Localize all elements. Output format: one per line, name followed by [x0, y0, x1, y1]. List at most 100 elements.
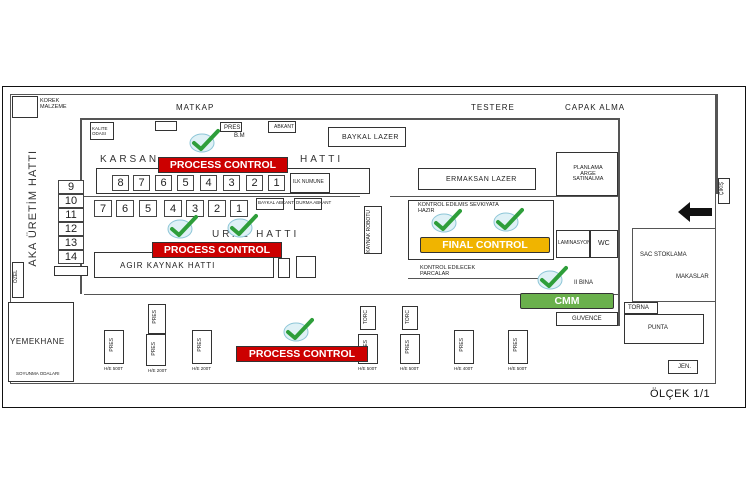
station-mid-4: 4 [164, 200, 182, 217]
korek-malzeme-label: KOREK MALZEME [40, 98, 67, 110]
station-top-7: 7 [133, 175, 150, 191]
guvence-box [556, 312, 618, 326]
press-1-label: PRES [109, 338, 115, 352]
mid-wall-right [390, 196, 618, 198]
baykal-lazer-label: BAYKAL LAZER [342, 134, 399, 141]
station-mid-5: 5 [139, 200, 157, 217]
floor-plan-frame [2, 86, 746, 408]
check-icon [537, 266, 568, 290]
abkant-box [268, 121, 296, 133]
kalite-odasi-label: KALITE ODASI [92, 126, 108, 136]
ural-hatti-label: URAL HATTI [212, 229, 300, 240]
small-machine-2 [220, 122, 242, 132]
punta-box [624, 314, 704, 344]
press-tonnage-6: H/E 400T [454, 366, 474, 371]
station-top-3: 3 [223, 175, 240, 191]
ii-bina-label: II BINA [574, 280, 594, 286]
annex-box [632, 228, 716, 302]
matkap-label: MATKAP [176, 103, 215, 112]
wc-label: WC [598, 240, 610, 247]
karsan-hatti-label: HATTI [300, 154, 344, 165]
press-4 [192, 330, 212, 364]
press-3 [146, 334, 166, 366]
check-icon [431, 209, 462, 233]
side-station-11: 11 [58, 208, 84, 222]
cikis-label: ÇIKIŞ [719, 182, 725, 196]
check-icon [493, 208, 524, 232]
press-6 [400, 334, 420, 364]
sac-stoklama-label: SAC STOKLAMA [640, 252, 687, 258]
testere-label: TESTERE [471, 103, 515, 112]
baykal-lazer-box [328, 127, 406, 147]
press-3-label: PRES [151, 342, 157, 356]
torc-2 [402, 306, 418, 330]
press-8-label: PRES [513, 338, 519, 352]
torc-1 [360, 306, 376, 330]
press-tonnage-5: H/E 500T [400, 366, 420, 371]
side-station-14: 14 [58, 250, 84, 264]
press-2-label: PRES [152, 310, 158, 324]
check-icon [189, 129, 220, 153]
small-machine-1 [155, 121, 177, 131]
process-control-banner-3: PROCESS CONTROL [236, 346, 368, 362]
side-station-12: 12 [58, 222, 84, 236]
wc-box [590, 230, 618, 258]
cikis-box [718, 178, 730, 204]
yemekhane-box [8, 302, 74, 382]
station-mid-2: 2 [208, 200, 226, 217]
kaynak-robotu-label: KAYNAK ROBOTU [366, 210, 372, 253]
station-mid-6: 6 [116, 200, 134, 217]
scale-label: ÖLÇEK 1/1 [650, 388, 711, 400]
planlama-box [556, 152, 618, 196]
press-tonnage-3: H/E 200T [192, 366, 212, 371]
ural-machine-1 [278, 258, 290, 278]
check-icon [227, 214, 258, 238]
station-top-1: 1 [268, 175, 285, 191]
press-4-label: PRES [197, 338, 203, 352]
press-tonnage-1: H/E 500T [104, 366, 124, 371]
station-top-4: 4 [200, 175, 217, 191]
torna-label: TORNA [628, 305, 649, 311]
press-7-label: PRES [459, 338, 465, 352]
press-7 [454, 330, 474, 364]
kalite-odasi-box [90, 122, 114, 140]
guvence-label: GUVENCE [572, 316, 602, 322]
station-top-6: 6 [155, 175, 172, 191]
side-station-9: 9 [58, 180, 84, 194]
ozel-box [12, 262, 24, 298]
process-control-banner-1: PROCESS CONTROL [158, 157, 288, 173]
ermaksan-lazer-label: ERMAKSAN LAZER [446, 176, 517, 183]
check-icon [167, 215, 198, 239]
bm-label: B.M [234, 133, 245, 139]
kontrol-edilecek-label: KONTROL EDILECEK PARCALAR [420, 265, 476, 277]
ilk-numune-label: ILK NUMUNE [293, 179, 324, 185]
side-station-13: 13 [58, 236, 84, 250]
makaslar-label: MAKASLAR [676, 274, 709, 280]
station-top-8: 8 [112, 175, 129, 191]
aka-uretim-label: AKA ÜRETİM HATTI [27, 150, 39, 267]
durma-abkant-box [294, 198, 322, 210]
jen-box [668, 360, 698, 374]
kaynak-robotu-box [364, 206, 382, 254]
kontrol-edilecek-wall [408, 278, 554, 279]
ural-machine-2 [296, 256, 316, 278]
process-control-banner-2: PROCESS CONTROL [152, 242, 282, 258]
laminasyon-label: LAMINASYON [558, 240, 591, 246]
station-top-5: 5 [177, 175, 194, 191]
inner-wall-right [618, 118, 620, 326]
agir-kaynak-label: AGIR KAYNAK HATTI [120, 261, 216, 270]
press-1 [104, 330, 124, 364]
torna-box [624, 302, 658, 314]
outer-right-wall [716, 94, 718, 194]
ilk-numune-box [290, 173, 330, 193]
warehouse-box [12, 96, 38, 118]
soyunma-label: SOYUNMA ODALARI [16, 371, 60, 376]
durma-abkant-label: DURMA ABKANT [296, 200, 332, 205]
torc-1-label: TORC [363, 310, 369, 325]
planlama-label: PLANLAMA ARGE SATINALMA [572, 165, 604, 182]
karsan-line-label: KARSAN [100, 154, 160, 165]
station-top-2: 2 [246, 175, 263, 191]
press-tonnage-4: H/E 500T [358, 366, 378, 371]
inner-wall-top [80, 118, 620, 120]
exit-arrow-icon [678, 202, 712, 222]
